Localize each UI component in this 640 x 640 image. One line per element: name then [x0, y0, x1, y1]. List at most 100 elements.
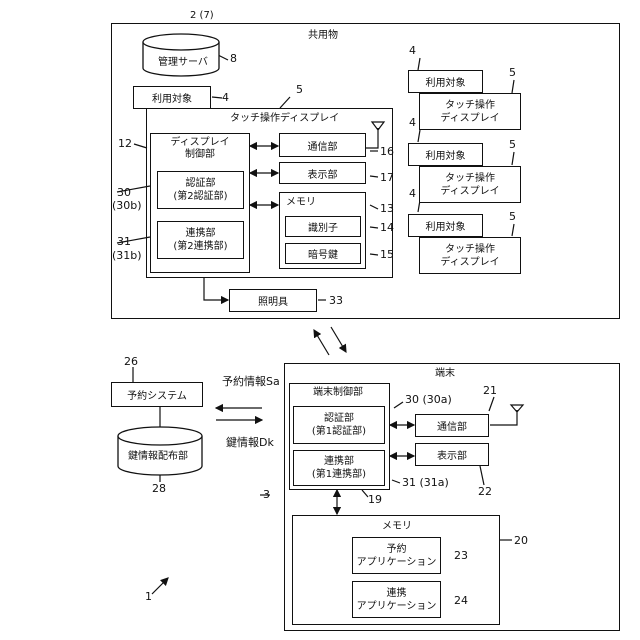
side-unit-object: 利用対象 — [408, 70, 483, 93]
side-unit-display: タッチ操作 ディスプレイ — [419, 166, 521, 203]
link-app-box: 連携 アプリケーション — [352, 581, 441, 618]
side-unit-display-line1: タッチ操作 — [445, 99, 495, 112]
link-unit-1-line1: 連携部 — [324, 455, 354, 468]
link-unit-2: 連携部 (第2連携部) — [157, 221, 244, 259]
side-unit-display-ref: 5 — [509, 211, 516, 223]
side-unit-object-label: 利用対象 — [426, 218, 466, 233]
side-unit-object-ref: 4 — [409, 45, 416, 57]
memory-terminal-ref: 20 — [514, 535, 528, 547]
use-object-main: 利用対象 — [133, 86, 211, 109]
side-unit-display-line2: ディスプレイ — [440, 185, 499, 198]
identifier-box: 識別子 — [285, 216, 361, 237]
link-unit-2-ref2: (31b) — [112, 250, 142, 262]
comm-unit-terminal-label: 通信部 — [437, 418, 467, 433]
display-unit-shared-label: 表示部 — [308, 166, 338, 181]
server-ref: 8 — [230, 53, 237, 65]
side-unit-object-ref: 4 — [409, 188, 416, 200]
use-object-label: 利用対象 — [152, 90, 192, 105]
display-controller-title-line1: ディスプレイ — [170, 137, 229, 149]
comm-unit-terminal-ref: 21 — [483, 385, 497, 397]
shared-terminal-arrow-1 — [314, 330, 329, 355]
display-unit-shared: 表示部 — [279, 162, 366, 184]
crypto-key-label: 暗号鍵 — [308, 246, 338, 261]
crypto-key-box: 暗号鍵 — [285, 243, 361, 264]
terminal-controller-ref: 19 — [368, 494, 382, 506]
display-unit-terminal: 表示部 — [415, 443, 489, 466]
comm-unit-shared-ref: 16 — [380, 146, 394, 158]
comm-unit-terminal: 通信部 — [415, 414, 489, 437]
touch-display-ref: 5 — [296, 84, 303, 96]
auth-unit-1-ref: 30 (30a) — [405, 394, 452, 406]
side-unit-display-line1: タッチ操作 — [445, 172, 495, 185]
reservation-system-ref: 26 — [124, 356, 138, 368]
shared-terminal-arrow-2 — [331, 327, 346, 352]
terminal-title: 端末 — [435, 368, 455, 380]
identifier-label: 識別子 — [308, 219, 338, 234]
side-unit-display: タッチ操作 ディスプレイ — [419, 93, 521, 130]
side-unit-object-label: 利用対象 — [426, 147, 466, 162]
side-unit-display-line1: タッチ操作 — [445, 243, 495, 256]
side-unit-display-ref: 5 — [509, 139, 516, 151]
reservation-system-label: 予約システム — [127, 387, 187, 402]
lighting-box: 照明具 — [229, 289, 317, 312]
reservation-app-box: 予約 アプリケーション — [352, 537, 441, 574]
side-unit-object-ref: 4 — [409, 117, 416, 129]
shared-object-ref: 2 (7) — [190, 10, 214, 22]
link-app-line1: 連携 — [387, 587, 407, 600]
display-unit-terminal-label: 表示部 — [437, 447, 467, 462]
figure-ref: 1 — [145, 591, 152, 603]
auth-unit-2-ref2: (30b) — [112, 200, 142, 212]
terminal-controller-title: 端末制御部 — [313, 387, 363, 399]
shared-object-title: 共用物 — [308, 30, 338, 42]
link-app-line2: アプリケーション — [357, 600, 437, 613]
link-unit-2-ref: 31 — [117, 236, 131, 248]
link-unit-1-line2: (第1連携部) — [312, 468, 366, 481]
lighting-ref: 33 — [329, 295, 343, 307]
auth-unit-1-line1: 認証部 — [324, 412, 354, 425]
auth-unit-2-line1: 認証部 — [186, 177, 216, 190]
display-unit-terminal-ref: 22 — [478, 486, 492, 498]
comm-unit-shared-label: 通信部 — [308, 138, 338, 153]
display-controller-title-line2: 制御部 — [185, 149, 215, 161]
side-unit-display: タッチ操作 ディスプレイ — [419, 237, 521, 274]
display-controller-ref: 12 — [118, 138, 132, 150]
memory-shared-ref: 13 — [380, 203, 394, 215]
keydist-label: 鍵情報配布部 — [128, 451, 188, 463]
key-info-label: 鍵情報Dk — [226, 437, 274, 449]
use-object-ref: 4 — [222, 92, 229, 104]
auth-unit-2-line2: (第2認証部) — [173, 190, 227, 203]
link-unit-1: 連携部 (第1連携部) — [293, 450, 385, 486]
lighting-label: 照明具 — [258, 293, 288, 308]
side-unit-display-line2: ディスプレイ — [440, 112, 499, 125]
comm-unit-shared: 通信部 — [279, 133, 366, 157]
crypto-key-ref: 15 — [380, 249, 394, 261]
side-unit-object: 利用対象 — [408, 214, 483, 237]
link-unit-2-line2: (第2連携部) — [173, 240, 227, 253]
auth-unit-2: 認証部 (第2認証部) — [157, 171, 244, 209]
identifier-ref: 14 — [380, 222, 394, 234]
display-controller-title: ディスプレイ 制御部 — [150, 137, 250, 161]
side-unit-display-ref: 5 — [509, 67, 516, 79]
touch-display-title: タッチ操作ディスプレイ — [230, 113, 339, 125]
auth-unit-1-line2: (第1認証部) — [312, 425, 366, 438]
auth-unit-1: 認証部 (第1認証部) — [293, 406, 385, 444]
reservation-app-line2: アプリケーション — [357, 556, 437, 569]
figure-ref-arrow — [152, 578, 168, 594]
keydist-ref: 28 — [152, 483, 166, 495]
server-label: 管理サーバ — [158, 57, 208, 69]
display-unit-shared-ref: 17 — [380, 172, 394, 184]
link-app-ref: 24 — [454, 595, 468, 607]
link-unit-2-line1: 連携部 — [186, 227, 216, 240]
reservation-info-label: 予約情報Sa — [222, 376, 280, 388]
memory-terminal-label: メモリ — [382, 521, 412, 533]
reservation-system-box: 予約システム — [111, 382, 203, 407]
memory-shared-label: メモリ — [286, 197, 316, 209]
reservation-app-ref: 23 — [454, 550, 468, 562]
auth-unit-2-ref: 30 — [117, 187, 131, 199]
terminal-ref: 3 — [263, 489, 270, 501]
link-unit-1-ref: 31 (31a) — [402, 477, 449, 489]
side-unit-object-label: 利用対象 — [426, 74, 466, 89]
side-unit-display-line2: ディスプレイ — [440, 256, 499, 269]
side-unit-object: 利用対象 — [408, 143, 483, 166]
reservation-app-line1: 予約 — [387, 543, 407, 556]
